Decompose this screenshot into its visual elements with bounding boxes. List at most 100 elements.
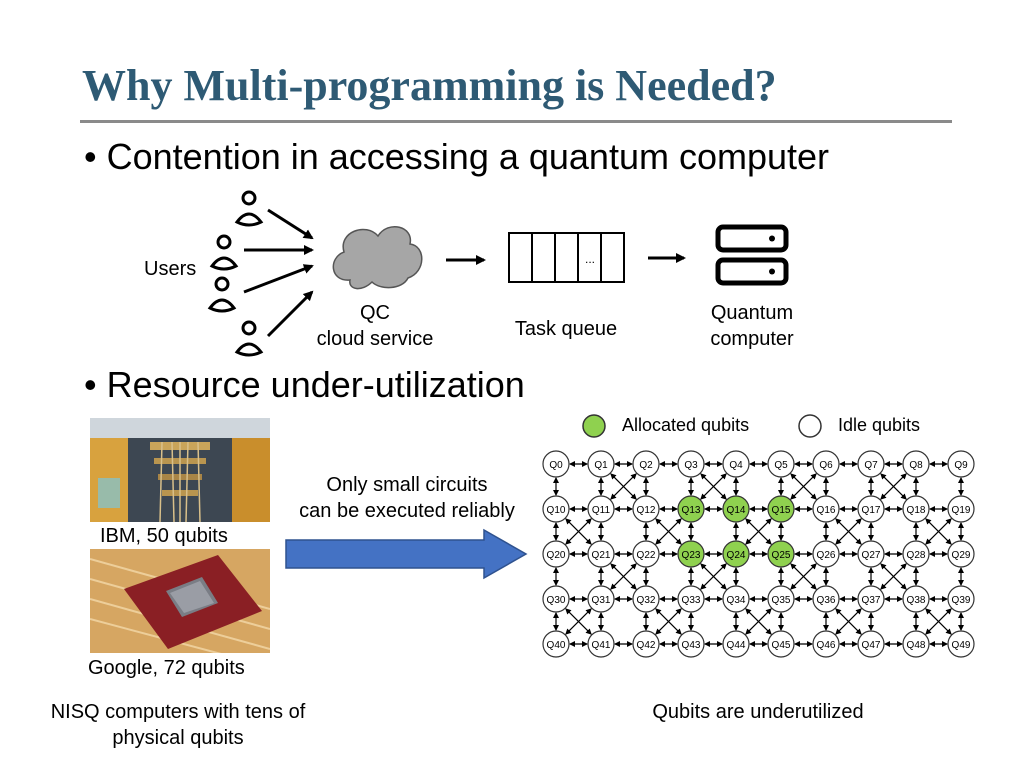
qubit-label: Q26 [817,550,836,561]
qubit-label: Q42 [637,640,656,651]
qubit-node [902,495,930,523]
coupling-diagonal [565,608,592,635]
legend-allocated-icon [582,414,606,438]
qubit-node [902,585,930,613]
nisq-caption: NISQ computers with tens of physical qub… [50,701,306,749]
qubit-label: Q6 [819,460,833,471]
qubit-label: Q0 [549,460,563,471]
qubit-node [632,450,660,478]
coupling-diagonal [835,608,862,635]
qubit-node [947,495,975,523]
qubit-node [812,540,840,568]
qubit-node [587,630,615,658]
qubit-node [812,585,840,613]
qubit-node [947,585,975,613]
qubit-node [542,540,570,568]
google-caption: Google, 72 qubits [88,657,245,679]
qubit-label: Q14 [727,505,746,516]
coupling-diagonal [790,563,817,590]
qubit-node [857,630,885,658]
coupling-diagonal [655,608,682,635]
qubit-label: Q32 [637,595,656,606]
qubit-node [677,450,705,478]
qubit-label: Q15 [772,505,791,516]
qubit-label: Q1 [594,460,608,471]
underutilized-caption: Qubits are underutilized [652,701,864,723]
qubit-node [857,495,885,523]
qubit-label: Q4 [729,460,743,471]
qubit-label: Q45 [772,640,791,651]
qubit-node [632,585,660,613]
qubit-node [587,450,615,478]
qubit-node [587,495,615,523]
coupling-diagonal [880,563,907,590]
qubit-label: Q36 [817,595,836,606]
qubit-node [677,540,705,568]
qubit-label: Q46 [817,640,836,651]
qubit-node [812,630,840,658]
qubit-label: Q38 [907,595,926,606]
qubit-label: Q8 [909,460,923,471]
qubit-node [542,495,570,523]
qubit-node [902,450,930,478]
qubit-label: Q5 [774,460,788,471]
cloud-label: QC cloud service [316,302,434,350]
coupling-diagonal [880,473,907,500]
queue-label: Task queue [514,318,618,340]
contention-diagram: ... [207,190,789,357]
legend-idle-icon [798,414,822,438]
coupling-diagonal [700,563,727,590]
qubit-node [722,630,750,658]
coupling-diagonal [790,473,817,500]
qubit-node [857,450,885,478]
bullet-contention: • Contention in accessing a quantum comp… [84,136,830,177]
qubit-label: Q2 [639,460,653,471]
qubit-label: Q44 [727,640,746,651]
qubit-label: Q34 [727,595,746,606]
qubit-label: Q7 [864,460,878,471]
legend-allocated-label: Allocated qubits [622,415,750,435]
qubit-node [542,450,570,478]
ibm-caption: IBM, 50 qubits [100,525,228,547]
qubit-node [632,495,660,523]
qubit-label: Q28 [907,550,926,561]
legend-idle-label: Idle qubits [838,415,921,435]
qubit-node [632,540,660,568]
qubit-node [947,450,975,478]
bullet-underutilization: • Resource under-utilization [84,364,525,405]
users-label: Users [144,258,197,280]
qubit-node [902,630,930,658]
qubit-node [947,630,975,658]
qubit-node [767,450,795,478]
qubit-label: Q31 [592,595,611,606]
qubit-label: Q18 [907,505,926,516]
qubit-node [677,585,705,613]
user-request-arrows [243,208,314,338]
coupling-diagonal [925,518,952,545]
server-icon [715,224,789,286]
google-chip-image [90,549,270,653]
qubit-node [902,540,930,568]
qubit-node [722,495,750,523]
qubit-node [947,540,975,568]
slide-title: Why Multi-programming is Needed? [82,61,777,110]
qubit-label: Q30 [547,595,566,606]
qubit-label: Q13 [682,505,701,516]
qubit-node [587,540,615,568]
qubit-label: Q10 [547,505,566,516]
qubit-label: Q12 [637,505,656,516]
coupling-diagonal [655,518,682,545]
qubit-node [677,495,705,523]
qubit-label: Q17 [862,505,881,516]
qc-label: Quantum computer [710,302,794,350]
qubit-label: Q37 [862,595,881,606]
qubit-node [767,630,795,658]
qubit-label: Q41 [592,640,611,651]
cloud-icon [332,226,423,290]
qubit-node [677,630,705,658]
coupling-diagonal [745,518,772,545]
user-icon [234,320,264,357]
coupling-diagonal [700,473,727,500]
qubit-node [722,540,750,568]
